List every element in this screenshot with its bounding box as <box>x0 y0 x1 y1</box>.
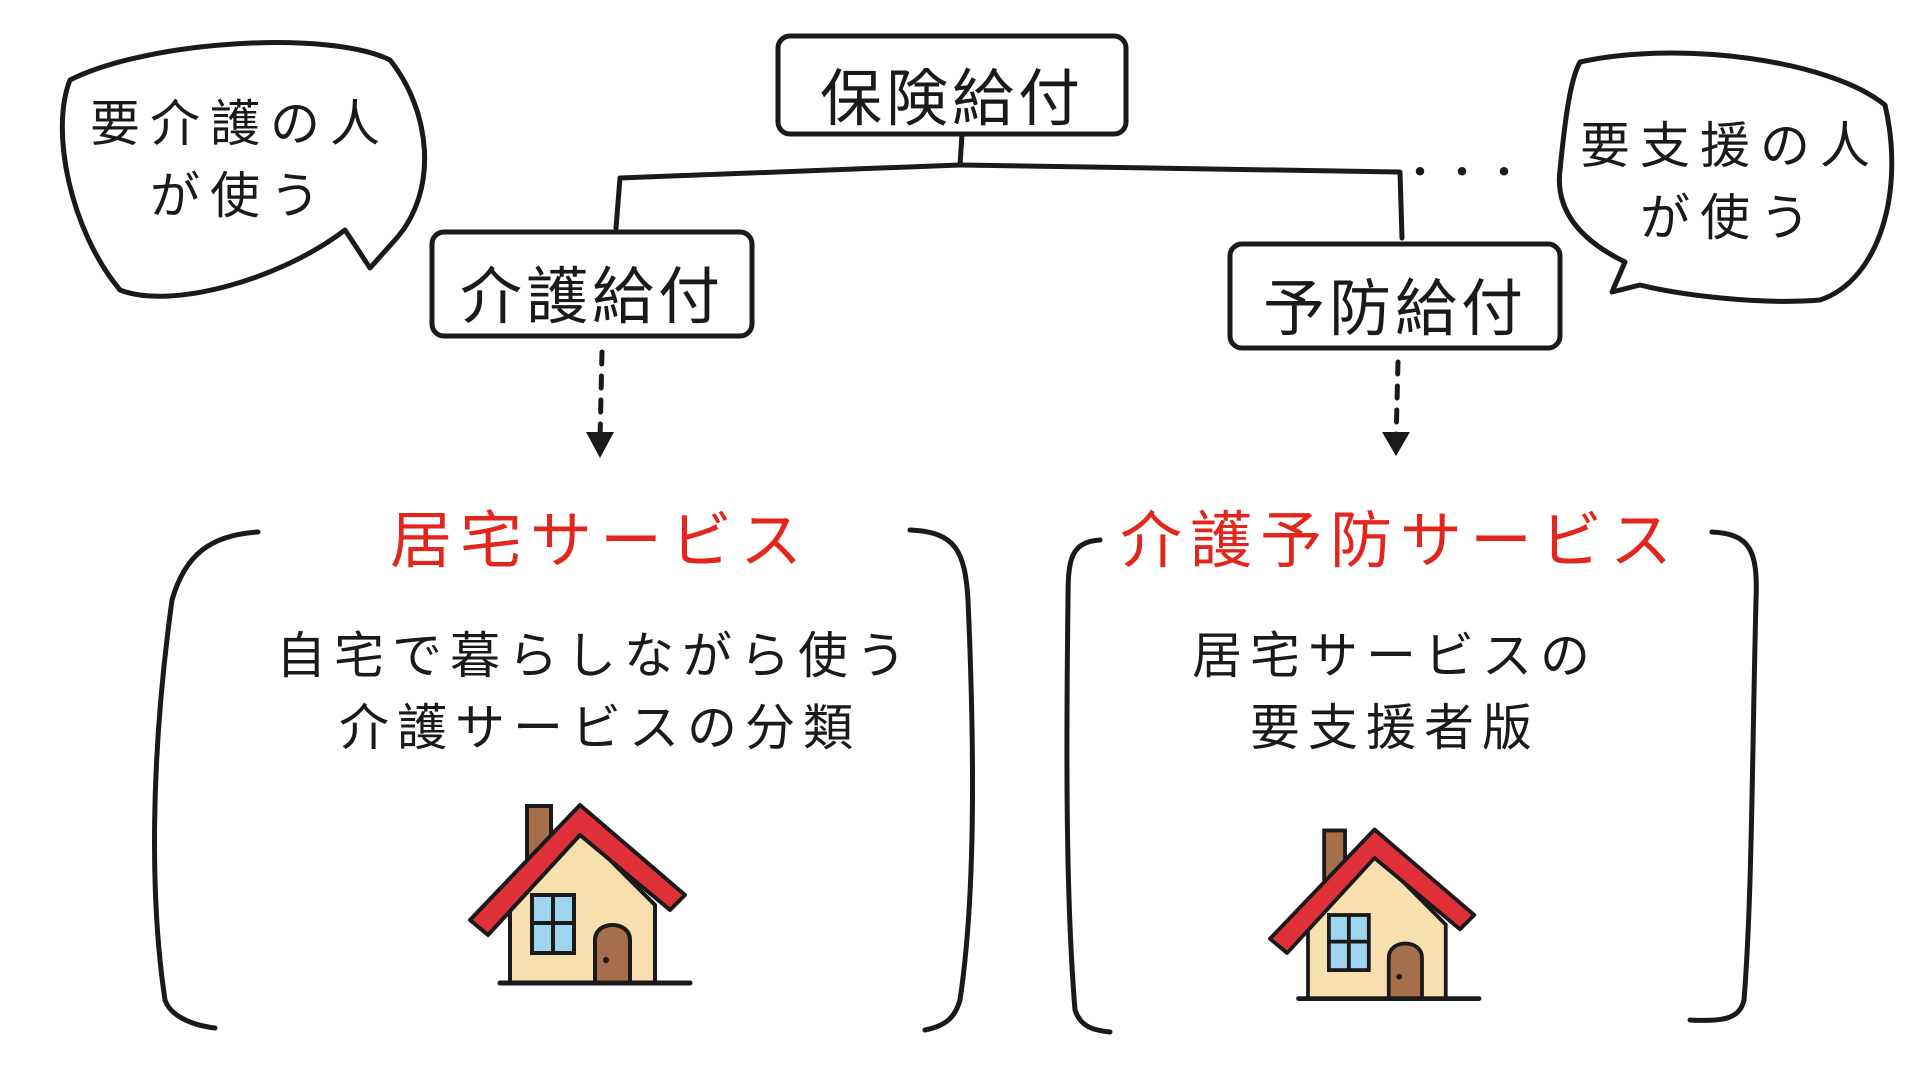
top-box <box>775 33 1129 137</box>
left-speech-bubble <box>59 40 428 299</box>
dashed-arrow-left <box>597 349 605 443</box>
right-service-title: 介護予防サービス <box>1119 504 1680 577</box>
right-service-desc-line1: 居宅サービスの <box>1192 627 1598 685</box>
connector-branch-left <box>613 162 963 231</box>
left-bubble-line1: 要介護の人 <box>90 95 390 153</box>
connector-top-stem <box>957 131 965 168</box>
arrow-head-left <box>586 432 614 458</box>
house-icon <box>1268 827 1482 1001</box>
right-service-desc-line2: 要支援者版 <box>1250 699 1540 757</box>
right-bracket-open <box>1064 537 1113 1035</box>
dashed-arrow-right <box>1393 359 1401 445</box>
left-bubble-line2: が使う <box>150 167 330 225</box>
left-service-title: 居宅サービス <box>389 504 810 577</box>
left-bracket-close <box>907 527 976 1033</box>
connector-branch-right <box>957 162 1405 241</box>
ellipsis: ・・・ <box>1400 150 1526 196</box>
left-bracket-open <box>152 529 261 1031</box>
right-bubble-line2: が使う <box>1640 189 1820 247</box>
left-service-desc-line2: 介護サービスの分類 <box>339 699 861 757</box>
arrow-head-right <box>1382 432 1410 456</box>
left-service-desc-line1: 自宅で暮らしながら使う <box>276 627 914 685</box>
house-icon <box>468 803 693 986</box>
left-box-label: 介護給付 <box>459 260 724 333</box>
right-speech-bubble <box>1556 50 1895 304</box>
right-box-label: 予防給付 <box>1262 272 1527 345</box>
right-bracket-close <box>1687 529 1759 1023</box>
left-box <box>429 229 755 339</box>
right-bubble-line1: 要支援の人 <box>1580 117 1880 175</box>
right-box <box>1227 241 1563 351</box>
top-box-label: 保険給付 <box>819 62 1084 135</box>
